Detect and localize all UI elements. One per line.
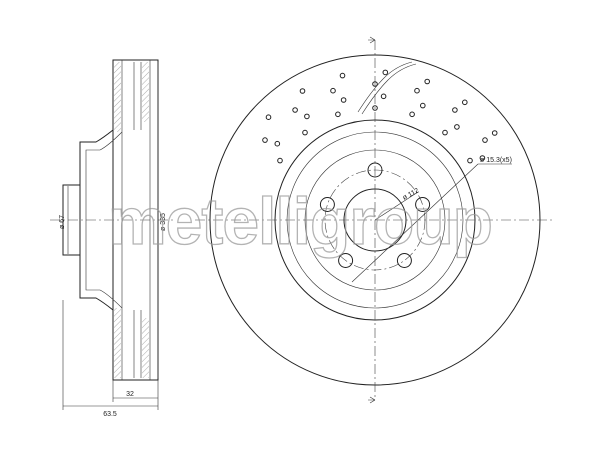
vent-hole xyxy=(414,87,420,94)
section-hatch-top-right xyxy=(142,62,149,122)
dim-disc-thickness: 32 xyxy=(126,391,134,398)
vent-hole xyxy=(277,157,283,164)
vent-hole xyxy=(482,137,488,143)
dim-center-bore: ø 67 xyxy=(59,215,66,229)
vent-hole xyxy=(262,137,268,143)
vent-hole xyxy=(299,88,306,94)
vent-hole xyxy=(339,72,346,79)
bolt-holes xyxy=(319,162,431,268)
vent-hole xyxy=(274,140,281,147)
vent-hole xyxy=(372,81,378,87)
section-hatch-bottom xyxy=(114,308,121,378)
vent-hole xyxy=(491,130,498,136)
vent-hole xyxy=(409,111,415,118)
wear-groove-outer xyxy=(357,61,413,113)
bolt-hole xyxy=(396,253,412,268)
vent-hole xyxy=(454,124,460,130)
section-hatch-bottom-right xyxy=(142,318,149,378)
vent-hole xyxy=(302,129,308,136)
vent-hole xyxy=(420,102,426,109)
vent-holes xyxy=(262,69,498,164)
vent-hole xyxy=(462,99,468,106)
dim-bolt-hole: ø 15.3(x5) xyxy=(480,157,512,164)
vent-hole xyxy=(382,69,389,76)
vent-hole xyxy=(304,113,310,120)
side-section-view: ø 67 ø 335 32 63.5 xyxy=(50,59,175,418)
vent-hole xyxy=(292,107,298,113)
front-view: ø 15.3(x5) ø 112 xyxy=(195,36,555,404)
vent-hole xyxy=(372,105,378,111)
vent-hole xyxy=(335,111,341,118)
vent-hole xyxy=(330,87,336,94)
bolt-circle-leader xyxy=(374,191,419,221)
dim-outer-diameter: ø 335 xyxy=(160,213,167,231)
bolt-hole xyxy=(319,197,335,212)
dim-total-height: 63.5 xyxy=(103,411,117,418)
section-arrow-top-icon xyxy=(368,36,376,44)
vent-hole xyxy=(467,157,473,164)
vent-hole xyxy=(380,93,387,100)
watermark-text: metelligroup xyxy=(108,184,492,258)
bolt-hole xyxy=(338,253,354,268)
vent-hole xyxy=(424,78,431,85)
vent-hole xyxy=(479,155,486,161)
vent-hole xyxy=(442,129,448,136)
wear-groove-inner xyxy=(361,63,417,115)
vent-hole xyxy=(265,114,272,120)
vent-hole xyxy=(452,107,458,113)
bolt-hole xyxy=(367,162,383,178)
vent-hole xyxy=(340,97,347,103)
section-hatch-top xyxy=(114,62,121,132)
bolt-hole xyxy=(415,197,431,212)
section-arrow-bottom-icon xyxy=(368,396,376,404)
bolt-hole-leader xyxy=(351,163,479,283)
